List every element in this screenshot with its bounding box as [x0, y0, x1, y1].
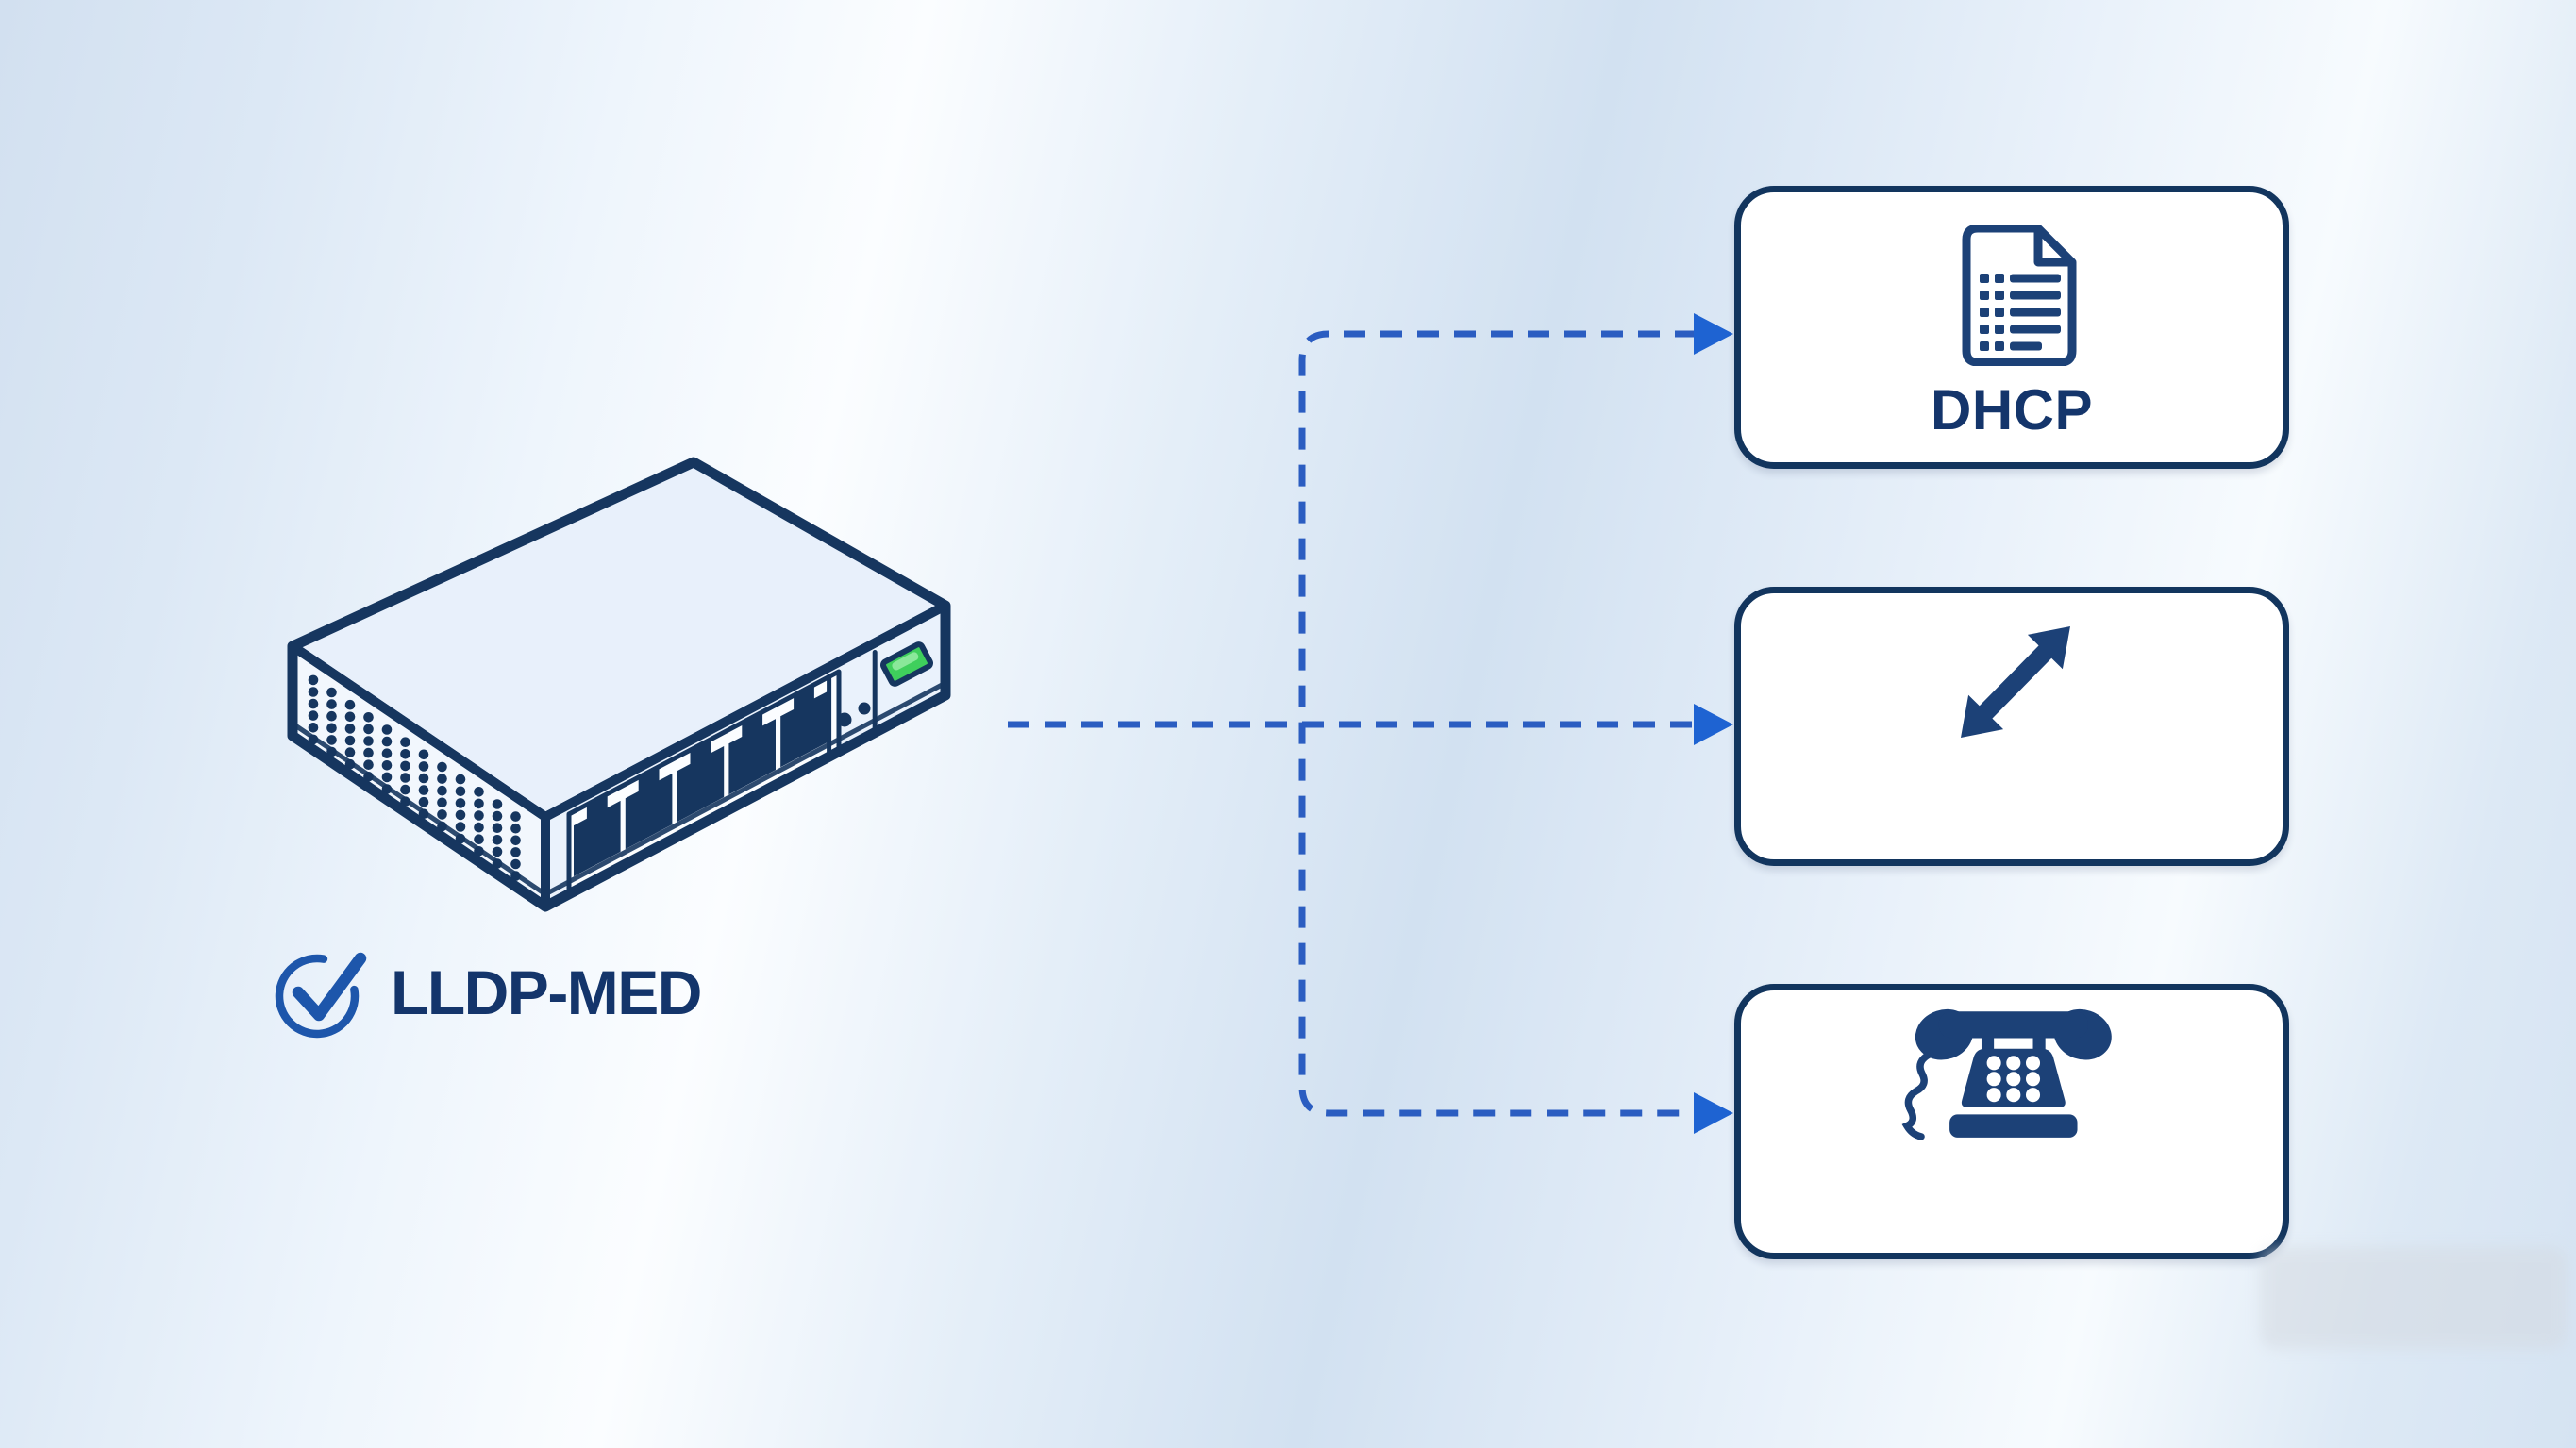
device-label: LLDP-MED: [391, 957, 702, 1027]
panel-separators: [827, 650, 878, 757]
rj45-ports: [574, 685, 828, 877]
arrowhead-phone-icon: [1694, 1092, 1733, 1134]
power-led-icon: [879, 641, 934, 687]
connector-lines: [1008, 330, 1697, 1117]
watermark-patch: [2260, 1247, 2567, 1349]
node-dhcp: DHCP: [1734, 186, 2289, 469]
switch-base-lip: [290, 680, 948, 897]
network-switch-illustration: [287, 457, 951, 912]
indicator-dot-icon: [858, 702, 871, 715]
node-dhcp-label: DHCP: [1930, 378, 2093, 441]
node-exchange: [1734, 587, 2289, 866]
keypad-dots: [1986, 1056, 2041, 1103]
document-list-icon: [1962, 225, 2077, 366]
indicator-dot-icon: [837, 712, 852, 727]
arrowhead-exchange-icon: [1694, 704, 1733, 745]
connector-arrowheads: [1694, 313, 1733, 1134]
phone-cord: [1901, 1050, 1934, 1140]
switch-outline: [287, 457, 951, 912]
telephone-icon: [1901, 1008, 2112, 1140]
arrowhead-dhcp-icon: [1694, 313, 1733, 355]
document-list-rows: [1980, 274, 2061, 351]
device-label-row: LLDP-MED: [274, 945, 702, 1040]
check-circle-icon: [275, 952, 367, 1039]
connector-branch: [1298, 330, 1697, 1117]
node-phone: [1734, 984, 2289, 1259]
double-arrow-icon: [1961, 626, 2070, 738]
